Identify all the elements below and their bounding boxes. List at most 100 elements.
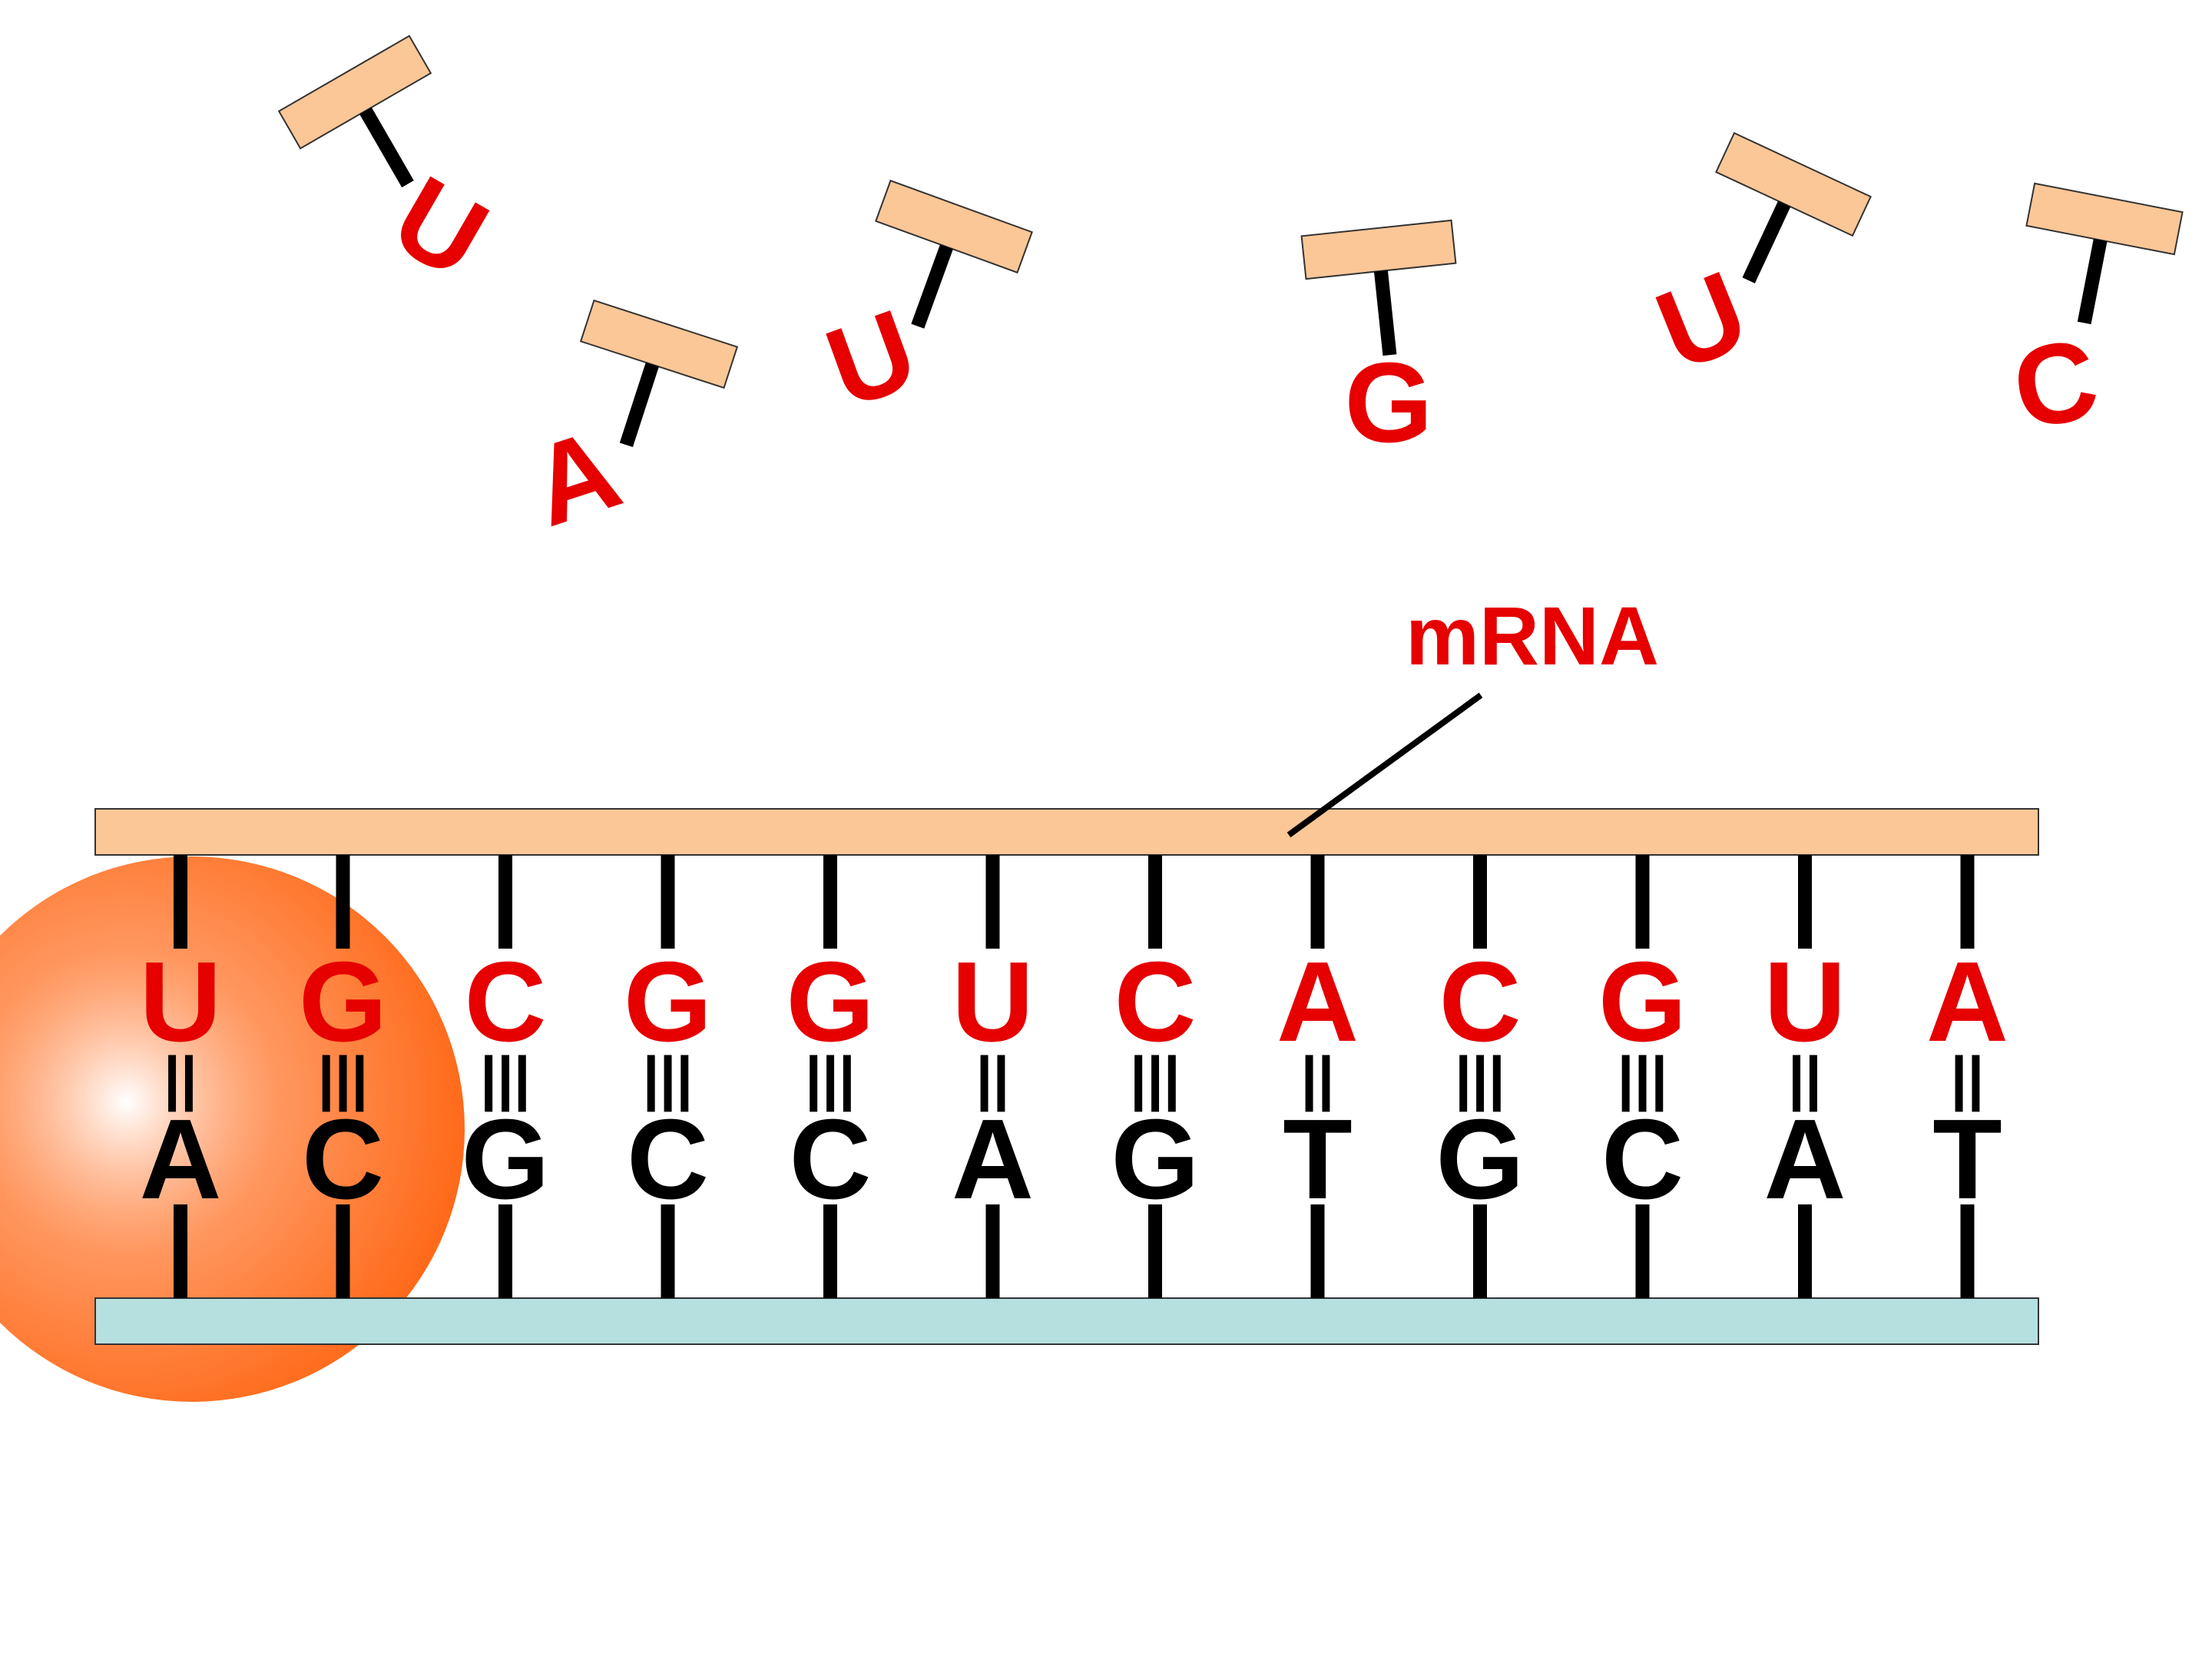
dna-stem bbox=[985, 1204, 1000, 1298]
base-pair: U||A bbox=[1764, 855, 1846, 1298]
hydrogen-bonds: || bbox=[1301, 1044, 1335, 1111]
dna-stem bbox=[498, 1204, 512, 1298]
dna-stem bbox=[336, 1204, 350, 1298]
dna-stem bbox=[823, 1204, 837, 1298]
free-nucleotide: U bbox=[1641, 131, 1872, 396]
base-pair: G|||C bbox=[1598, 855, 1687, 1298]
rna-base: C bbox=[1114, 939, 1197, 1065]
base-pair: A||T bbox=[1926, 855, 2008, 1298]
hydrogen-bonds: ||| bbox=[480, 1044, 530, 1111]
nucleotide-sugar bbox=[579, 299, 739, 389]
mrna-label-pointer bbox=[1286, 692, 1483, 838]
dna-base: A bbox=[1764, 1096, 1846, 1223]
dna-base: C bbox=[790, 1096, 872, 1223]
rna-base: A bbox=[1926, 939, 2008, 1065]
dna-stem bbox=[174, 1204, 187, 1298]
nucleotide-sugar bbox=[1300, 219, 1457, 280]
hydrogen-bonds: || bbox=[164, 1044, 197, 1111]
nucleotide-base: A bbox=[517, 405, 634, 551]
free-nucleotide: U bbox=[811, 179, 1033, 433]
free-nucleotide: U bbox=[277, 35, 508, 303]
rna-base: G bbox=[786, 939, 874, 1065]
free-nucleotide: C bbox=[2004, 182, 2184, 454]
base-pair: G|||C bbox=[624, 855, 712, 1298]
nucleotide-base: U bbox=[373, 152, 508, 303]
nucleotide-stem bbox=[2077, 238, 2108, 325]
hydrogen-bonds: ||| bbox=[643, 1044, 693, 1111]
rna-base: C bbox=[1439, 939, 1522, 1065]
nucleotide-stem bbox=[359, 107, 414, 188]
base-pair: G|||C bbox=[299, 855, 387, 1298]
dna-template-strand bbox=[94, 1297, 2039, 1345]
mrna-stem bbox=[336, 855, 350, 949]
rna-base: G bbox=[299, 939, 387, 1065]
mrna-strand bbox=[94, 808, 2039, 856]
mrna-stem bbox=[823, 855, 837, 949]
hydrogen-bonds: ||| bbox=[1618, 1044, 1667, 1111]
base-pair: C|||G bbox=[1435, 855, 1525, 1298]
hydrogen-bonds: || bbox=[1788, 1044, 1822, 1111]
nucleotide-base: U bbox=[811, 286, 932, 433]
dna-base: C bbox=[302, 1096, 384, 1223]
mrna-stem bbox=[1148, 855, 1162, 949]
base-pair: C|||G bbox=[461, 855, 550, 1298]
mrna-stem bbox=[498, 855, 512, 949]
base-pair: C|||G bbox=[1111, 855, 1200, 1298]
hydrogen-bonds: || bbox=[1951, 1044, 1985, 1111]
nucleotide-sugar bbox=[875, 179, 1033, 274]
dna-stem bbox=[1635, 1204, 1650, 1298]
dna-stem bbox=[1473, 1204, 1487, 1298]
base-pair: G|||C bbox=[786, 855, 875, 1298]
dna-base: A bbox=[140, 1096, 222, 1223]
dna-base: G bbox=[1435, 1096, 1524, 1223]
mrna-stem bbox=[1635, 855, 1650, 949]
dna-base: A bbox=[952, 1096, 1034, 1223]
dna-stem bbox=[661, 1204, 675, 1298]
nucleotide-stem bbox=[619, 362, 659, 448]
nucleotide-base: G bbox=[1344, 340, 1432, 466]
mrna-stem bbox=[1310, 855, 1325, 949]
dna-stem bbox=[1310, 1204, 1325, 1298]
nucleotide-stem bbox=[1742, 200, 1791, 283]
nucleotide-stem bbox=[911, 244, 953, 329]
base-pair: U||A bbox=[952, 855, 1034, 1298]
hydrogen-bonds: ||| bbox=[805, 1044, 855, 1111]
mrna-stem bbox=[661, 855, 675, 949]
free-nucleotide: A bbox=[517, 299, 739, 551]
base-pair: A||T bbox=[1277, 855, 1359, 1298]
mrna-stem bbox=[1960, 855, 1975, 949]
rna-base: G bbox=[624, 939, 712, 1065]
hydrogen-bonds: || bbox=[976, 1044, 1010, 1111]
rna-base: A bbox=[1277, 939, 1359, 1065]
dna-stem bbox=[1798, 1204, 1812, 1298]
rna-base: G bbox=[1598, 939, 1687, 1065]
dna-base: T bbox=[1932, 1096, 2002, 1223]
rna-base: C bbox=[465, 939, 547, 1065]
nucleotide-base: U bbox=[1641, 247, 1764, 396]
hydrogen-bonds: ||| bbox=[1455, 1044, 1505, 1111]
mrna-stem bbox=[174, 855, 187, 949]
nucleotide-stem bbox=[1373, 270, 1397, 356]
mrna-stem bbox=[985, 855, 1000, 949]
dna-base: G bbox=[461, 1096, 549, 1223]
base-pairs: U||AG|||CC|||GG|||CG|||CU||AC|||GA||TC||… bbox=[140, 855, 2008, 1298]
rna-base: U bbox=[1764, 939, 1846, 1065]
rna-base: U bbox=[140, 939, 222, 1065]
hydrogen-bonds: ||| bbox=[1130, 1044, 1180, 1111]
nucleotide-base: C bbox=[2004, 315, 2107, 454]
mrna-stem bbox=[1798, 855, 1812, 949]
nucleotide-sugar bbox=[1715, 131, 1872, 237]
dna-base: C bbox=[627, 1096, 709, 1223]
dna-base: T bbox=[1283, 1096, 1352, 1223]
dna-base: G bbox=[1111, 1096, 1199, 1223]
rna-base: U bbox=[952, 939, 1034, 1065]
mrna-stem bbox=[1473, 855, 1487, 949]
hydrogen-bonds: ||| bbox=[318, 1044, 368, 1111]
free-nucleotide: G bbox=[1300, 219, 1457, 466]
mrna-label: mRNA bbox=[1406, 589, 1659, 682]
dna-stem bbox=[1148, 1204, 1162, 1298]
nucleotide-sugar bbox=[277, 35, 432, 150]
